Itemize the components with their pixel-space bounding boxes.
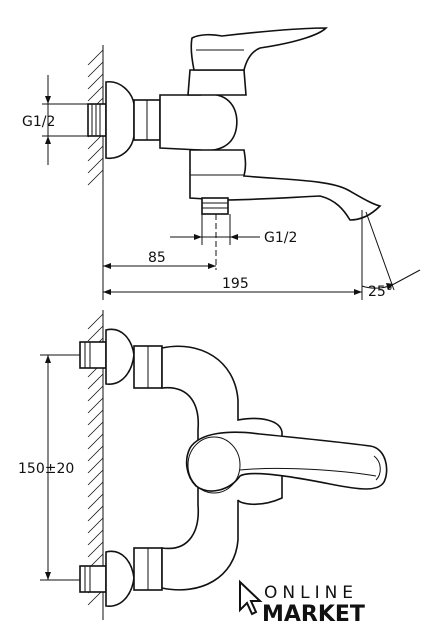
logo-line-2: MARKET [262, 602, 365, 627]
lever-handle-side [190, 27, 328, 71]
lever-handle-front [185, 431, 388, 492]
logo-line-1: ONLINE [264, 583, 358, 603]
inlet-thread-top [87, 103, 107, 137]
dimension-195: 195 [103, 210, 363, 300]
dimension-150: 150±20 [18, 354, 80, 581]
spout-side [189, 149, 382, 221]
dim-195-label: 195 [222, 276, 249, 292]
dimension-side-thread: G1/2 [22, 75, 88, 165]
cursor-icon [239, 579, 263, 616]
outlet-thread-label: G1/2 [264, 230, 297, 246]
angle-label: 25° [368, 284, 393, 300]
front-view [79, 310, 388, 620]
flange-lower [105, 550, 135, 607]
center-distance-label: 150±20 [18, 461, 74, 477]
cartridge-housing [187, 69, 247, 96]
side-view [87, 27, 382, 270]
inlet-thread-upper [79, 341, 107, 369]
eccentric-flange-top [105, 81, 135, 160]
dimension-angle: 25° [361, 211, 421, 300]
valve-body-side [159, 93, 238, 152]
side-thread-label: G1/2 [22, 114, 55, 130]
dimension-outlet-thread: G1/2 [170, 214, 297, 246]
dim-85-label: 85 [148, 250, 166, 266]
outlet-thread-bottom [201, 197, 229, 215]
dimension-85: 85 [102, 190, 216, 300]
inlet-thread-lower [79, 565, 107, 593]
flange-upper [105, 328, 135, 385]
online-market-logo: ONLINE MARKET [239, 579, 365, 627]
